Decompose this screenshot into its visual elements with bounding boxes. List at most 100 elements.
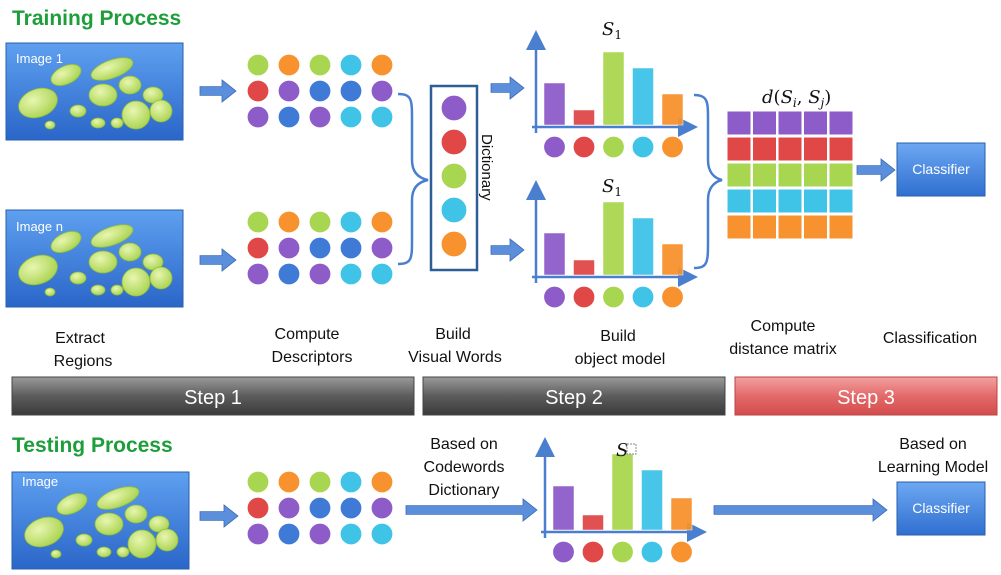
caption-extract-line2: Regions xyxy=(54,353,113,370)
descriptor-dot xyxy=(277,210,301,234)
flow-arrow xyxy=(490,238,525,262)
dictionary-label: Dictionary xyxy=(478,134,495,201)
descriptor-dot xyxy=(339,522,363,546)
distance-matrix-cell xyxy=(803,214,828,240)
step-bar-3: Step 3 xyxy=(734,376,998,416)
flow-arrow xyxy=(199,504,239,528)
image-n-label: Image n xyxy=(16,219,63,234)
distance-matrix-cell xyxy=(752,162,777,188)
region-ellipse xyxy=(90,284,106,296)
descriptor-dot xyxy=(370,79,394,103)
descriptor-dot xyxy=(308,53,332,77)
visual-words-dictionary: Dictionary xyxy=(429,84,495,272)
histogram-bar xyxy=(661,243,684,276)
descriptor-dot xyxy=(308,236,332,260)
descriptor-dot xyxy=(246,470,270,494)
histogram-word-dot xyxy=(581,540,605,564)
distance-matrix-cell xyxy=(777,214,803,240)
object-model-histogram-2 xyxy=(526,180,698,309)
descriptor-dot xyxy=(308,262,332,286)
descriptor-dot xyxy=(339,53,363,77)
histogram-word-dot xyxy=(640,540,664,564)
histogram-bar xyxy=(602,201,625,276)
image-1-label: Image 1 xyxy=(16,51,63,66)
distance-matrix-cell xyxy=(726,188,752,214)
input-image-1: Image 1 xyxy=(5,42,184,141)
test-input-image: Image xyxy=(11,471,190,570)
dictionary-words xyxy=(440,94,468,258)
descriptor-dot xyxy=(246,262,270,286)
region-ellipse xyxy=(18,87,58,119)
svg-text:S: S xyxy=(616,440,628,461)
step-bar-2: Step 2 xyxy=(422,376,726,416)
region-ellipse xyxy=(121,267,151,297)
flow-arrow xyxy=(199,79,237,103)
region-ellipse xyxy=(50,231,82,253)
histogram-word-dot xyxy=(660,135,685,159)
descriptor-dot xyxy=(339,262,363,286)
object-model-histogram-1 xyxy=(526,30,698,159)
descriptor-dot xyxy=(246,105,270,129)
descriptor-dot xyxy=(277,79,301,103)
descriptor-dot xyxy=(339,79,363,103)
distance-matrix-cell xyxy=(803,110,828,136)
descriptor-dot xyxy=(308,522,332,546)
flow-arrows xyxy=(199,76,896,528)
descriptor-dot xyxy=(370,236,394,260)
merge-brace-left xyxy=(397,92,429,266)
region-ellipse xyxy=(18,254,58,286)
region-ellipse xyxy=(88,83,118,107)
distance-matrix-cell xyxy=(726,214,752,240)
caption-compute-dm-line1: Compute xyxy=(751,318,816,335)
classifier-label: Classifier xyxy=(912,500,970,516)
region-ellipse xyxy=(90,57,134,81)
descriptor-dot xyxy=(246,236,270,260)
caption-build-vw-line2: Visual Words xyxy=(408,349,502,366)
descriptor-dot xyxy=(370,496,394,520)
region-ellipse xyxy=(44,287,56,297)
descriptor-dot xyxy=(308,496,332,520)
flow-arrow xyxy=(490,76,525,100)
caption-build-om-line1: Build xyxy=(600,328,636,345)
histogram-bar xyxy=(641,469,663,531)
descriptor-dot xyxy=(308,210,332,234)
histogram-bar xyxy=(543,82,566,126)
flow-arrow xyxy=(856,158,896,182)
region-blobs xyxy=(18,224,173,297)
distance-matrix-cell xyxy=(777,110,803,136)
histogram-bar xyxy=(573,259,595,276)
classifier-box-testing: Classifier xyxy=(896,481,986,536)
region-ellipse xyxy=(110,284,124,296)
region-ellipse xyxy=(149,99,173,123)
region-ellipse xyxy=(24,516,64,548)
descriptor-dot xyxy=(370,210,394,234)
merge-brace-right xyxy=(693,93,723,270)
descriptor-dot xyxy=(277,522,301,546)
histogram-bar xyxy=(670,497,693,531)
region-ellipse xyxy=(118,75,142,95)
caption-compute-desc-line2: Descriptors xyxy=(272,349,353,366)
histogram-word-dot xyxy=(551,540,576,564)
histogram-word-dot xyxy=(572,135,596,159)
caption-extract-line1: Extract xyxy=(55,330,105,347)
histogram-bar xyxy=(582,514,604,531)
histogram-word-dot xyxy=(660,285,685,309)
descriptor-dot xyxy=(277,496,301,520)
histogram-word-dot xyxy=(572,285,596,309)
descriptor-dot xyxy=(308,470,332,494)
descriptor-dot xyxy=(246,522,270,546)
histogram-bar xyxy=(661,93,684,126)
histogram-bar xyxy=(632,217,654,276)
test-image-label: Image xyxy=(22,474,58,489)
region-ellipse xyxy=(56,493,88,515)
caption-classification: Classification xyxy=(883,330,977,347)
caption-compute-desc-line1: Compute xyxy=(275,326,340,343)
s1-label-top: S1 xyxy=(602,19,622,42)
histogram-word-dot xyxy=(610,540,635,564)
training-process-title: Training Process xyxy=(12,7,181,30)
descriptor-grid-image-1 xyxy=(246,53,394,129)
distance-matrix-cell xyxy=(752,214,777,240)
region-ellipse xyxy=(155,528,179,552)
histogram-word-dot xyxy=(631,135,655,159)
